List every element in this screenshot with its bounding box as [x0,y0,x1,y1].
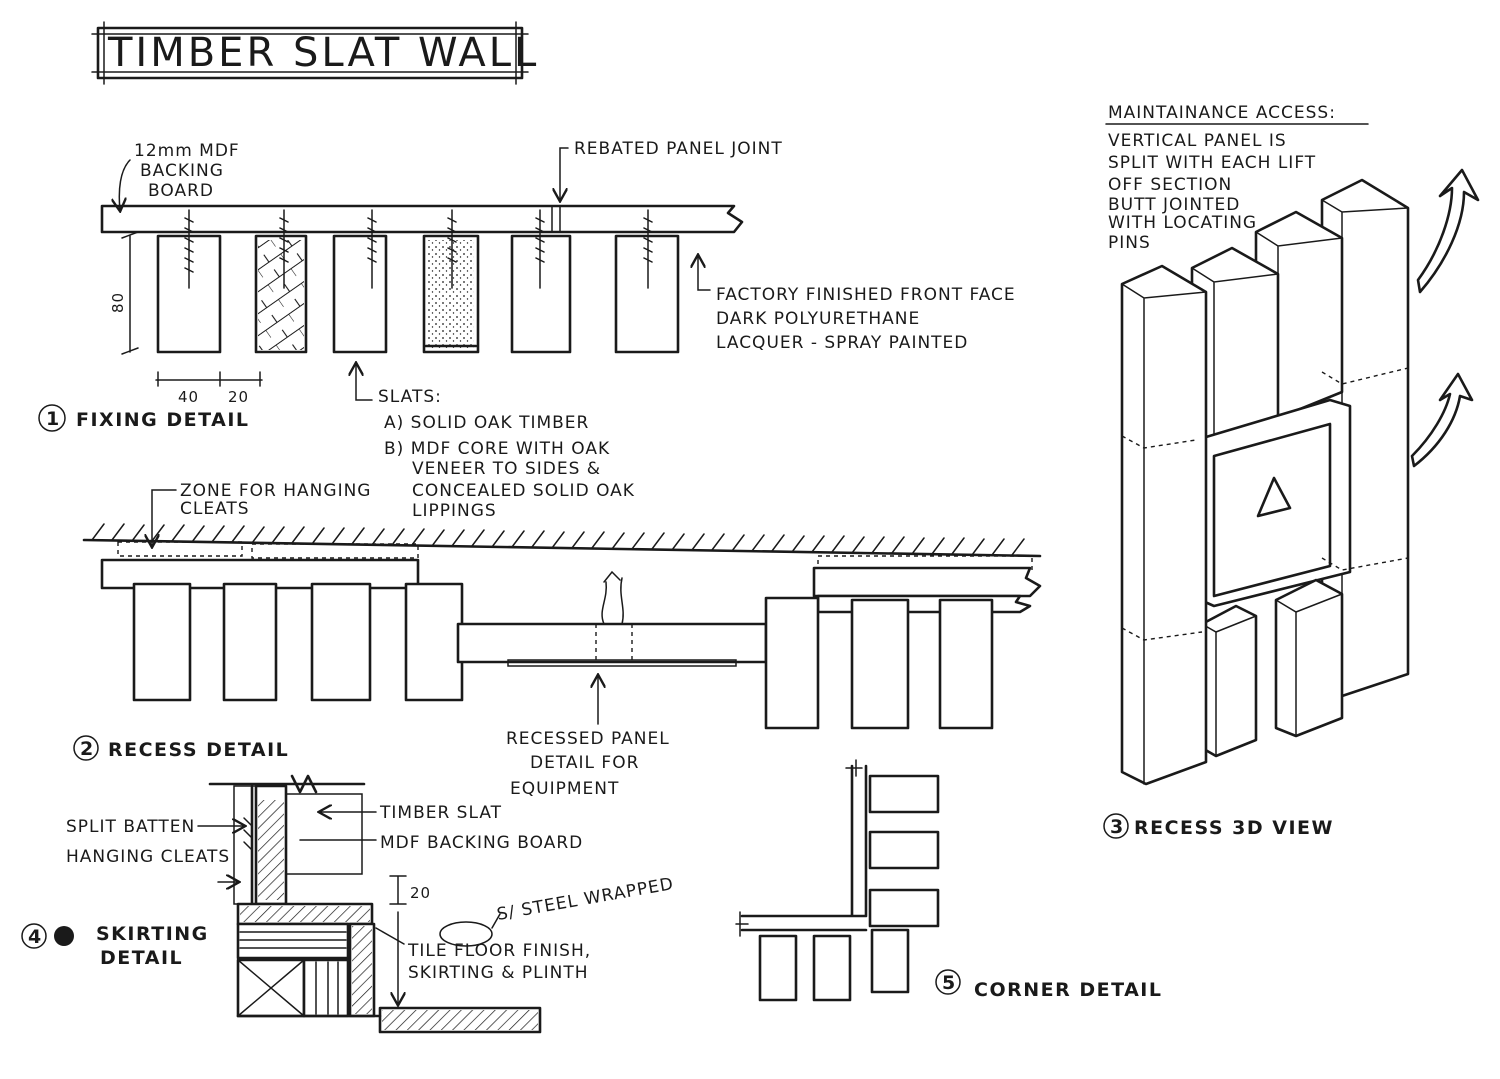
label-recessed-panel: RECESSED PANEL DETAIL FOR EQUIPMENT [506,729,676,799]
label-hanging-zone: ZONE FOR HANGING CLEATS [180,481,378,519]
mdf-backing-board [100,204,744,234]
label-steel-wrapped: S/ STEEL WRAPPED [495,874,675,925]
label-hanging-cleats: SPLIT BATTEN HANGING CLEATS [66,817,230,867]
label-slats: SLATS: A) SOLID OAK TIMBER B) MDF CORE W… [378,387,641,521]
heading-number-circle [38,404,66,432]
dim-slat-gap: 20 [228,388,249,406]
warning-triangle-icon [1256,476,1292,518]
wall-hatching [91,523,1025,556]
heading-number: 1 [46,408,61,430]
fixing-detail: 80 40 20 12mm MDF BACKING BOARD REBATED … [38,139,1022,521]
label-mdf-backing: 12mm MDF BACKING BOARD [134,141,246,201]
skirting-detail: 20 TIMBER SLAT MDF BACKING BOARD SPLIT B… [21,774,676,1034]
slat-solid-oak [332,234,388,354]
filled-dot-icon [54,926,74,946]
dim-depth: 80 [109,292,127,313]
fixing-screws [184,209,653,289]
label-mdf-backing-board: MDF BACKING BOARD [380,833,583,853]
recess-3d-view: MAINTAINANCE ACCESS: VERTICAL PANEL IS S… [1103,103,1480,839]
title-block: TIMBER SLAT WALL [91,21,539,85]
slat-solid-oak [614,234,680,354]
heading-fixing-detail: FIXING DETAIL [76,409,250,431]
recessed-panel [456,622,768,664]
maintenance-note: VERTICAL PANEL IS SPLIT WITH EACH LIFT O… [1108,131,1323,253]
dim-skirting-gap: 20 [410,884,431,902]
lift-arrow-icon [1416,168,1480,294]
page-title: TIMBER SLAT WALL [107,30,539,76]
heading-number: 2 [80,738,95,760]
heading-number: 4 [28,926,43,948]
recess-detail: ZONE FOR HANGING CLEATS RECESSED PANEL D… [73,481,1042,799]
heading-number: 3 [1110,816,1125,838]
label-rebated-joint: REBATED PANEL JOINT [574,139,783,159]
heading-recess-3d: RECESS 3D VIEW [1134,817,1334,839]
label-factory-finish: FACTORY FINISHED FRONT FACE DARK POLYURE… [716,285,1022,353]
label-tile-floor: TILE FLOOR FINISH, SKIRTING & PLINTH [407,941,598,983]
dim-slat-width: 40 [178,388,199,406]
heading-skirting-detail: SKIRTING DETAIL [96,923,217,969]
slat-solid-oak [510,234,572,354]
maintenance-title: MAINTAINANCE ACCESS: [1108,103,1336,123]
lift-arrow-icon [1410,372,1474,468]
heading-number: 5 [942,972,957,994]
label-timber-slat: TIMBER SLAT [379,803,502,823]
corner-detail: 5 CORNER DETAIL [735,759,1162,1002]
heading-corner-detail: CORNER DETAIL [974,979,1162,1001]
structural-wall [82,538,1042,558]
heading-recess-detail: RECESS DETAIL [108,739,289,761]
